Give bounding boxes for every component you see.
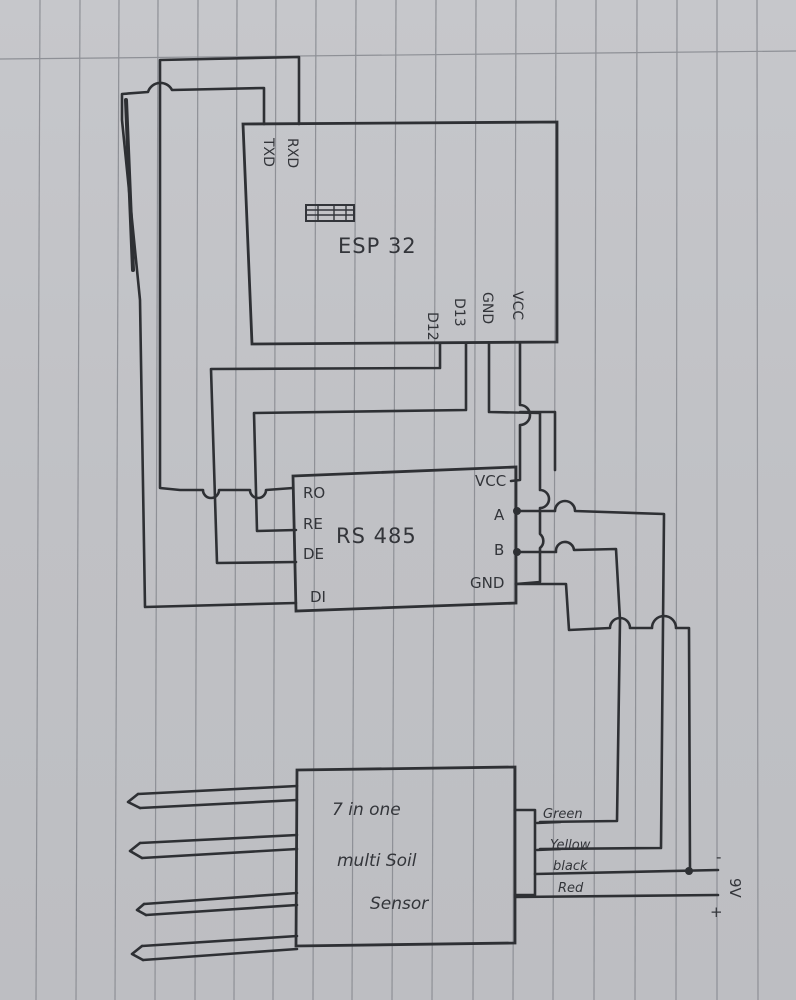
pin-label-ro: RO	[303, 484, 325, 502]
sensor-outline	[294, 765, 517, 948]
wire-vcc	[509, 342, 557, 483]
vertical-rules	[35, 0, 759, 1000]
wire-red-battery	[513, 893, 720, 899]
chip-icon	[305, 204, 355, 222]
pin-label-b: B	[494, 541, 504, 559]
wire-label-black: black	[553, 859, 588, 874]
wire-d12-de	[209, 342, 442, 565]
wire-label-yellow: Yellow	[550, 838, 591, 853]
esp32-title: ESP 32	[338, 234, 417, 258]
esp32-module: ESP 32 TXD RXD D12 D13 GND VCC	[241, 120, 559, 346]
pin-label-rxd: RXD	[284, 138, 300, 168]
pin-label-de: DE	[303, 545, 324, 563]
wire-d13-re	[252, 342, 468, 533]
battery-negative: -	[716, 848, 721, 866]
wire-black-battery	[533, 868, 720, 876]
pin-label-d12: D12	[424, 312, 440, 341]
battery-label: 9V	[726, 878, 744, 899]
esp32-outline	[241, 120, 559, 346]
sensor-label-line1: 7 in one	[332, 800, 401, 820]
sensor-label-line2: multi Soil	[337, 851, 417, 871]
wires	[120, 55, 720, 899]
pin-label-gnd: GND	[479, 292, 495, 324]
wire-a-yellow	[515, 499, 666, 851]
rs485-outline	[291, 465, 518, 613]
pin-label-re: RE	[303, 515, 323, 533]
wire-label-red: Red	[558, 881, 584, 896]
sensor-label-line3: Sensor	[370, 894, 429, 914]
pin-label-rs-gnd: GND	[470, 574, 504, 592]
sensor-probe	[130, 934, 299, 962]
pin-label-vcc: VCC	[509, 291, 525, 320]
horizontal-rule	[0, 50, 796, 60]
wire-txd-thick	[124, 98, 135, 272]
rs485-module: RS 485 RO RE DE DI VCC A B GND	[291, 465, 521, 613]
battery-9v: - 9V +	[685, 848, 744, 921]
wire-label-green: Green	[543, 807, 583, 822]
rs485-title: RS 485	[336, 524, 417, 548]
pin-label-a: A	[494, 506, 505, 524]
battery-positive: +	[710, 903, 723, 921]
pin-label-d13: D13	[451, 298, 467, 327]
sensor-wire-bus	[513, 808, 537, 897]
wire-gnd	[487, 342, 551, 586]
pin-label-rs-vcc: VCC	[475, 472, 506, 490]
wire-gnd-black	[514, 582, 692, 873]
pin-label-txd: TXD	[260, 137, 276, 167]
wire-yellow-stub	[535, 847, 562, 852]
wire-b-green	[515, 540, 622, 824]
wire-green-stub	[535, 820, 562, 825]
sensor-probe	[126, 784, 299, 810]
soil-sensor-module: 7 in one multi Soil Sensor	[126, 765, 591, 962]
sensor-probe	[128, 833, 299, 860]
pin-label-di: DI	[310, 588, 326, 606]
sensor-probe	[135, 891, 299, 917]
wire-txd-di	[120, 81, 298, 609]
